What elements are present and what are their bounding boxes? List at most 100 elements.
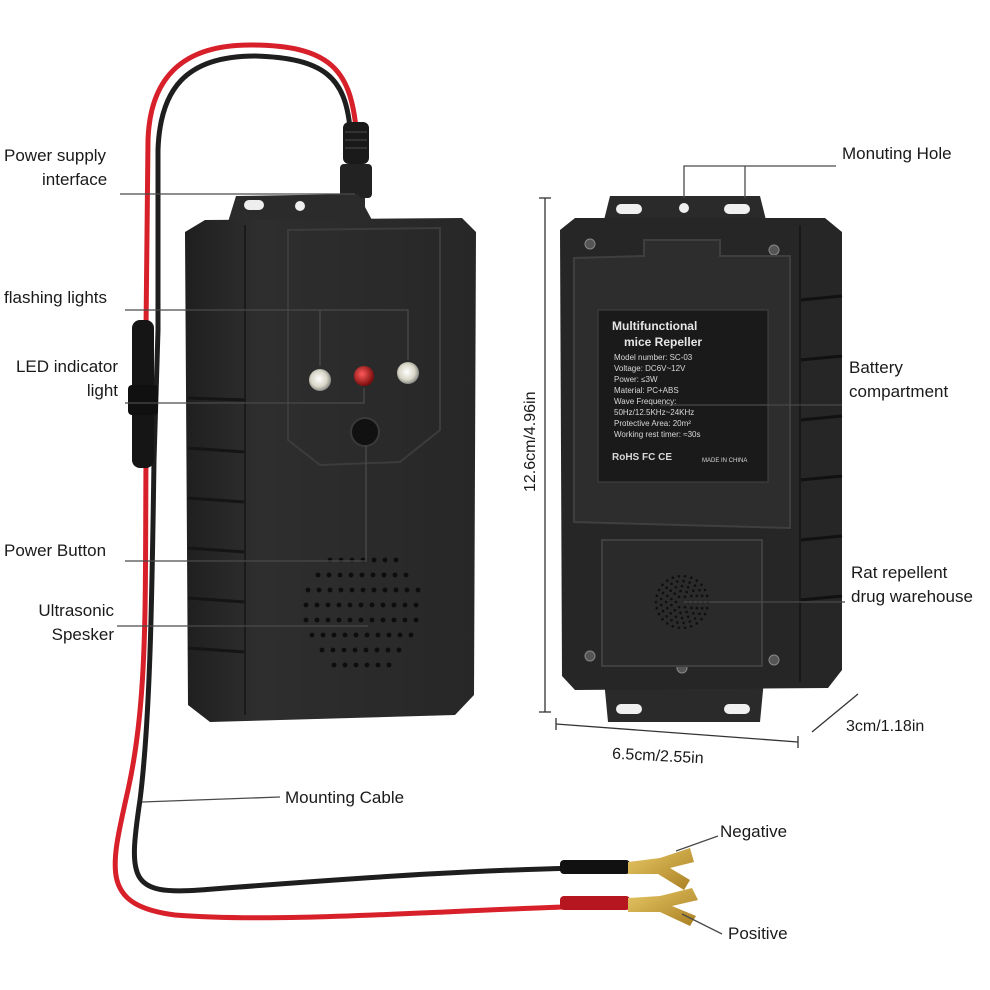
speaker-hole <box>391 617 397 623</box>
power-button <box>350 417 380 447</box>
depth-dimension-line <box>811 693 859 733</box>
certification-marks: RoHS FC CE <box>612 452 672 463</box>
speaker-hole <box>327 557 333 563</box>
back-speaker-hole <box>670 597 673 601</box>
black-wire <box>131 53 666 894</box>
back-speaker-hole <box>686 585 690 589</box>
label-drug-line1: Rat repellent <box>851 563 948 582</box>
led-indicator <box>354 366 374 386</box>
speaker-hole <box>336 617 342 623</box>
label-power-button: Power Button <box>4 541 107 560</box>
label-negative: Negative <box>720 822 788 841</box>
speaker-hole <box>314 602 320 608</box>
speaker-hole <box>385 647 391 653</box>
spec-line: Model number: SC-03 <box>614 353 693 362</box>
back-speaker-hole <box>705 594 709 598</box>
back-speaker-hole <box>661 591 665 595</box>
speaker-hole <box>315 572 321 578</box>
speaker-hole <box>336 602 342 608</box>
back-speaker-hole <box>703 612 707 616</box>
speaker-hole <box>363 647 369 653</box>
speaker-hole <box>348 572 354 578</box>
back-speaker-hole <box>705 606 709 610</box>
back-mount-hole-left <box>616 204 642 214</box>
back-speaker-hole <box>655 606 659 610</box>
front-mount-hole-left <box>244 200 264 210</box>
back-speaker-hole <box>654 600 658 604</box>
back-speaker-hole <box>665 615 668 618</box>
speaker-hole <box>358 617 364 623</box>
nameplate-title: Multifunctional mice Repeller <box>612 318 702 350</box>
spec-line: Protective Area: 20m² <box>614 419 691 428</box>
back-speaker-hole <box>700 594 704 598</box>
leader-positive <box>681 913 723 935</box>
speaker-hole <box>381 572 387 578</box>
back-bottom-tab <box>604 680 764 722</box>
leader-power-button <box>125 446 367 562</box>
back-speaker-hole <box>674 600 678 604</box>
speaker-hole <box>380 617 386 623</box>
back-speaker-hole <box>693 584 697 587</box>
back-speaker-hole <box>661 617 664 621</box>
speaker-hole <box>402 602 408 608</box>
back-speaker-hole <box>683 626 687 630</box>
back-speaker-hole <box>670 582 673 586</box>
speaker-hole <box>391 602 397 608</box>
fuse-holder-clip <box>128 385 158 415</box>
speaker-hole <box>325 602 331 608</box>
back-speaker-hole <box>690 606 693 610</box>
back-speaker-hole <box>669 589 672 592</box>
nameplate-title-line2: mice Repeller <box>624 335 703 349</box>
label-mounting-cable: Mounting Cable <box>285 788 405 807</box>
back-mount-hole-right <box>724 204 750 214</box>
back-speaker-hole <box>690 594 693 598</box>
label-drug-warehouse: Rat repellent drug warehouse <box>851 561 973 609</box>
back-speaker-hole <box>665 606 669 610</box>
back-speaker-hole <box>671 576 675 579</box>
speaker-hole <box>341 647 347 653</box>
back-speaker-hole <box>674 615 678 619</box>
speaker-hole <box>309 632 315 638</box>
speaker-hole <box>403 572 409 578</box>
negative-terminal <box>628 848 694 890</box>
back-speaker-holes <box>654 574 710 630</box>
speaker-hole <box>316 587 322 593</box>
front-mount-hole-center <box>295 201 305 211</box>
speaker-hole <box>369 602 375 608</box>
speaker-hole <box>371 557 377 563</box>
leader-mounting-cable <box>141 796 281 803</box>
leader-led-indicator <box>125 388 365 404</box>
label-power-supply-line2: interface <box>42 170 108 189</box>
nameplate-title-line1: Multifunctional <box>612 319 698 333</box>
label-power-supply-interface: Power supply interface <box>4 144 107 192</box>
label-power-supply-line1: Power supply <box>4 146 107 165</box>
speaker-hole <box>382 587 388 593</box>
power-cable <box>112 42 698 926</box>
speaker-hole <box>393 557 399 563</box>
back-speaker-hole <box>688 620 691 623</box>
speaker-hole <box>353 632 359 638</box>
flashing-light-left <box>309 369 331 391</box>
label-led-indicator: LED indicator light <box>4 355 118 403</box>
speaker-hole <box>404 587 410 593</box>
back-speaker-hole <box>680 616 684 620</box>
speaker-hole <box>347 602 353 608</box>
label-led-indicator-line1: LED indicator <box>15 357 118 376</box>
speaker-hole <box>327 587 333 593</box>
back-speaker-hole <box>679 589 682 593</box>
back-speaker-hole <box>682 579 685 583</box>
speaker-hole <box>360 587 366 593</box>
spec-line: 50Hz/12.5KHz~24KHz <box>614 408 695 417</box>
speaker-hole <box>353 662 359 668</box>
speaker-hole <box>386 632 392 638</box>
back-speaker-hole <box>698 612 701 616</box>
back-speaker-hole <box>661 583 664 587</box>
label-ultrasonic-speaker: Ultrasonic Spesker <box>4 599 114 647</box>
speaker-hole <box>352 647 358 653</box>
leader-flashing-lights-right <box>125 309 409 360</box>
back-speaker-hole <box>661 609 665 613</box>
speaker-hole <box>370 572 376 578</box>
back-speaker-hole <box>665 622 669 625</box>
